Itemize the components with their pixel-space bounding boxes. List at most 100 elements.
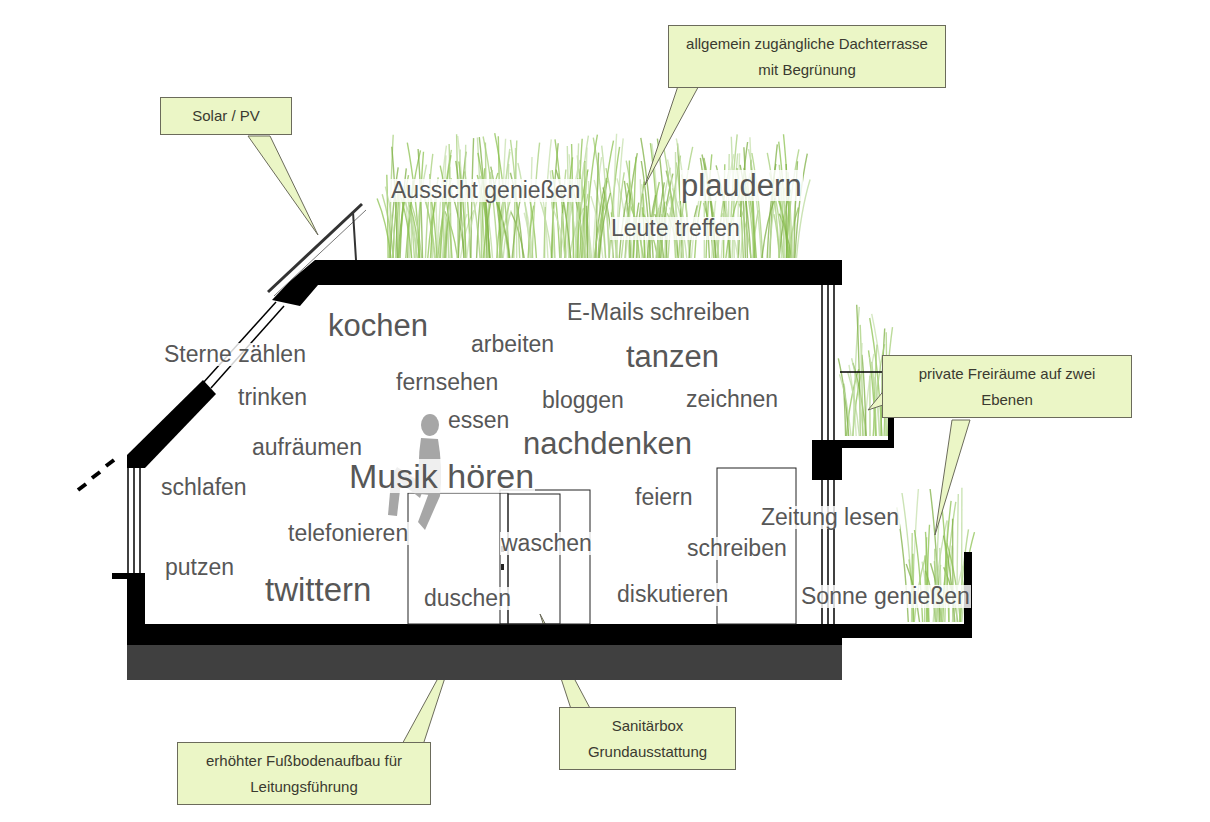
- activity-word: Sonne genießen: [800, 585, 971, 608]
- window: [127, 468, 129, 575]
- activity-word: Leute treffen: [610, 217, 741, 240]
- callout-box: Sanitärbox Grundausstattung: [559, 707, 736, 770]
- callout-tail: [935, 420, 970, 535]
- break-mark: [78, 484, 86, 490]
- grass-blade: [870, 318, 882, 436]
- activity-word: nachdenken: [522, 428, 693, 459]
- callout-box: erhöhter Fußbodenaufbau für Leitungsführ…: [177, 742, 431, 805]
- activity-word: Musik hören: [348, 459, 535, 493]
- sanitary-box: [500, 490, 590, 624]
- callout-box: Solar / PV: [160, 97, 292, 135]
- grass-blade: [926, 532, 929, 622]
- activity-word: arbeiten: [470, 333, 555, 356]
- grass-blade: [478, 153, 490, 258]
- grass-blade: [587, 206, 588, 258]
- grass-blade: [418, 149, 422, 258]
- grass-blade: [862, 355, 866, 436]
- grass-blade: [599, 193, 610, 258]
- break-mark: [106, 460, 114, 466]
- balcony-slab: [835, 624, 972, 638]
- activity-word: Aussicht genießen: [390, 179, 581, 202]
- window-sill: [112, 573, 145, 579]
- activity-word: E-Mails schreiben: [566, 301, 751, 324]
- door-handle: [501, 564, 504, 570]
- grass-blade: [560, 213, 563, 258]
- callout-box: allgemein zugängliche Dachterrasse mit B…: [668, 25, 946, 88]
- grass-blade: [787, 202, 789, 259]
- grass-blade: [542, 194, 548, 258]
- grass-blade: [749, 149, 762, 258]
- grass-blade: [442, 200, 451, 258]
- activity-word: kochen: [327, 310, 429, 341]
- grass-blade: [600, 141, 614, 258]
- grass-blade: [739, 204, 751, 258]
- activity-word: plaudern: [680, 170, 803, 201]
- grass-blade: [860, 325, 863, 436]
- grass-blade: [553, 209, 565, 258]
- grass-blade: [594, 203, 606, 258]
- break-marks: [78, 460, 114, 490]
- grass-blade: [626, 161, 638, 258]
- grass-blade: [664, 148, 676, 258]
- grass-blade: [524, 213, 531, 258]
- callout-tail: [248, 136, 318, 235]
- activity-word: waschen: [500, 532, 593, 555]
- activity-word: trinken: [237, 386, 308, 409]
- activity-word: tanzen: [625, 341, 720, 372]
- sloped-wall: [127, 380, 216, 468]
- activity-word: diskutieren: [616, 583, 729, 606]
- activity-word: feiern: [634, 486, 694, 509]
- grass-blade: [424, 196, 436, 258]
- activity-word: telefonieren: [287, 522, 409, 545]
- window: [139, 468, 141, 575]
- roof-slab: [272, 260, 842, 306]
- wall: [127, 579, 145, 624]
- activity-word: aufräumen: [251, 436, 363, 459]
- break-mark: [92, 472, 100, 478]
- grass-blade: [377, 199, 391, 259]
- callout-text: erhöhter Fußbodenaufbau für Leitungsführ…: [188, 748, 420, 799]
- grass-blade: [767, 153, 779, 258]
- grass-blade: [503, 211, 511, 259]
- callout-text: private Freiräume auf zwei Ebenen: [893, 361, 1121, 412]
- solar-panel: [274, 210, 366, 296]
- grass-blade: [860, 343, 862, 436]
- grass-blade: [762, 198, 775, 258]
- activity-word: schreiben: [686, 537, 788, 560]
- callout-text: Solar / PV: [192, 103, 260, 129]
- activity-word: zeichnen: [685, 388, 779, 411]
- grass-blade: [500, 200, 510, 258]
- activity-word: Sterne zählen: [163, 343, 307, 366]
- grass-blade: [838, 358, 848, 436]
- person-leg: [418, 490, 440, 530]
- grass-blade: [576, 162, 584, 258]
- activity-word: essen: [447, 409, 510, 432]
- grass-blade: [401, 198, 412, 258]
- grass-blade: [406, 150, 421, 258]
- sanitary-door: [508, 494, 560, 624]
- grass-blade: [840, 374, 852, 436]
- activity-word: duschen: [423, 587, 512, 610]
- grass-blade: [870, 357, 880, 436]
- window: [133, 468, 135, 575]
- planter-floor: [812, 440, 894, 448]
- grass-blade: [585, 148, 587, 258]
- grass-blade: [459, 162, 466, 259]
- activity-word: schlafen: [160, 476, 248, 499]
- activity-word: bloggen: [541, 389, 625, 412]
- activity-word: putzen: [164, 556, 235, 579]
- callout-text: allgemein zugängliche Dachterrasse mit B…: [679, 31, 935, 82]
- callout-box: private Freiräume auf zwei Ebenen: [882, 355, 1132, 418]
- grass-blade: [625, 153, 637, 258]
- solar-panel: [268, 204, 362, 292]
- balcony-beam: [812, 448, 842, 480]
- raised-floor-build-up: [127, 645, 842, 680]
- solar-support: [353, 212, 356, 260]
- callout-text: Sanitärbox Grundausstattung: [570, 713, 725, 764]
- grass-blade: [501, 149, 510, 258]
- grass-blade: [419, 152, 424, 258]
- activity-word: fernsehen: [395, 371, 499, 394]
- activity-word: twittern: [264, 573, 372, 606]
- activity-word: Zeitung lesen: [760, 506, 900, 529]
